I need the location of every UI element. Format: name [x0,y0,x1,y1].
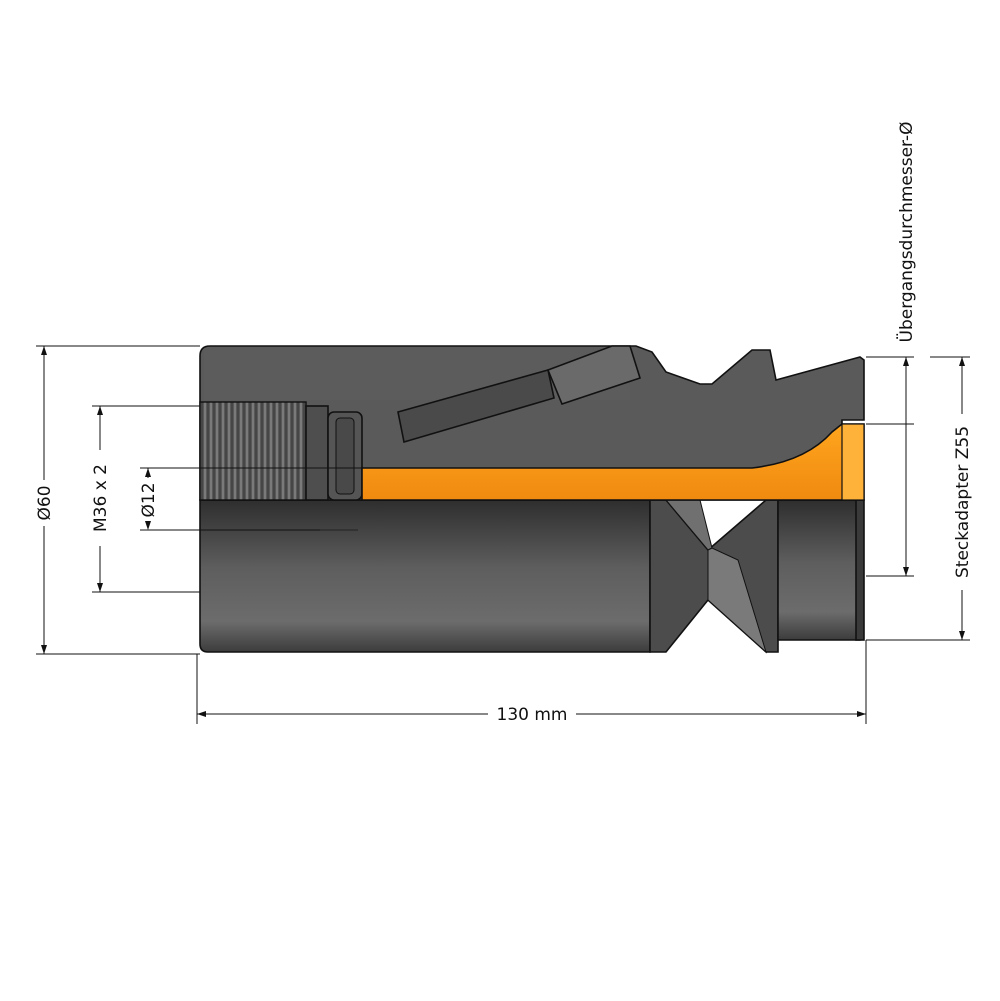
label-length: 130 mm [497,705,568,725]
shank-lower-view [777,499,861,641]
dimension-labels: 130 mm Ø60 M36 x 2 Ø12 Übergangsdurchmes… [35,122,973,725]
shank-lip [855,499,865,641]
label-transition-diameter: Übergangsdurchmesser-Ø [895,122,917,343]
seal-groove-inner [335,417,355,495]
label-thread: M36 x 2 [91,464,111,532]
vent-channel [397,369,555,444]
vent-channel-end [546,345,641,405]
thread-undercut [305,405,329,501]
dimension-lines [36,345,970,724]
part-body [199,345,865,654]
label-bore: Ø12 [139,482,159,517]
v-groove-facet-bottom [707,547,767,654]
bore-mouth [841,423,865,501]
thread-section [199,401,307,501]
label-adapter: Steckadapter Z55 [953,426,973,578]
label-outer-diameter: Ø60 [35,485,55,520]
body-lower-view [199,499,651,653]
